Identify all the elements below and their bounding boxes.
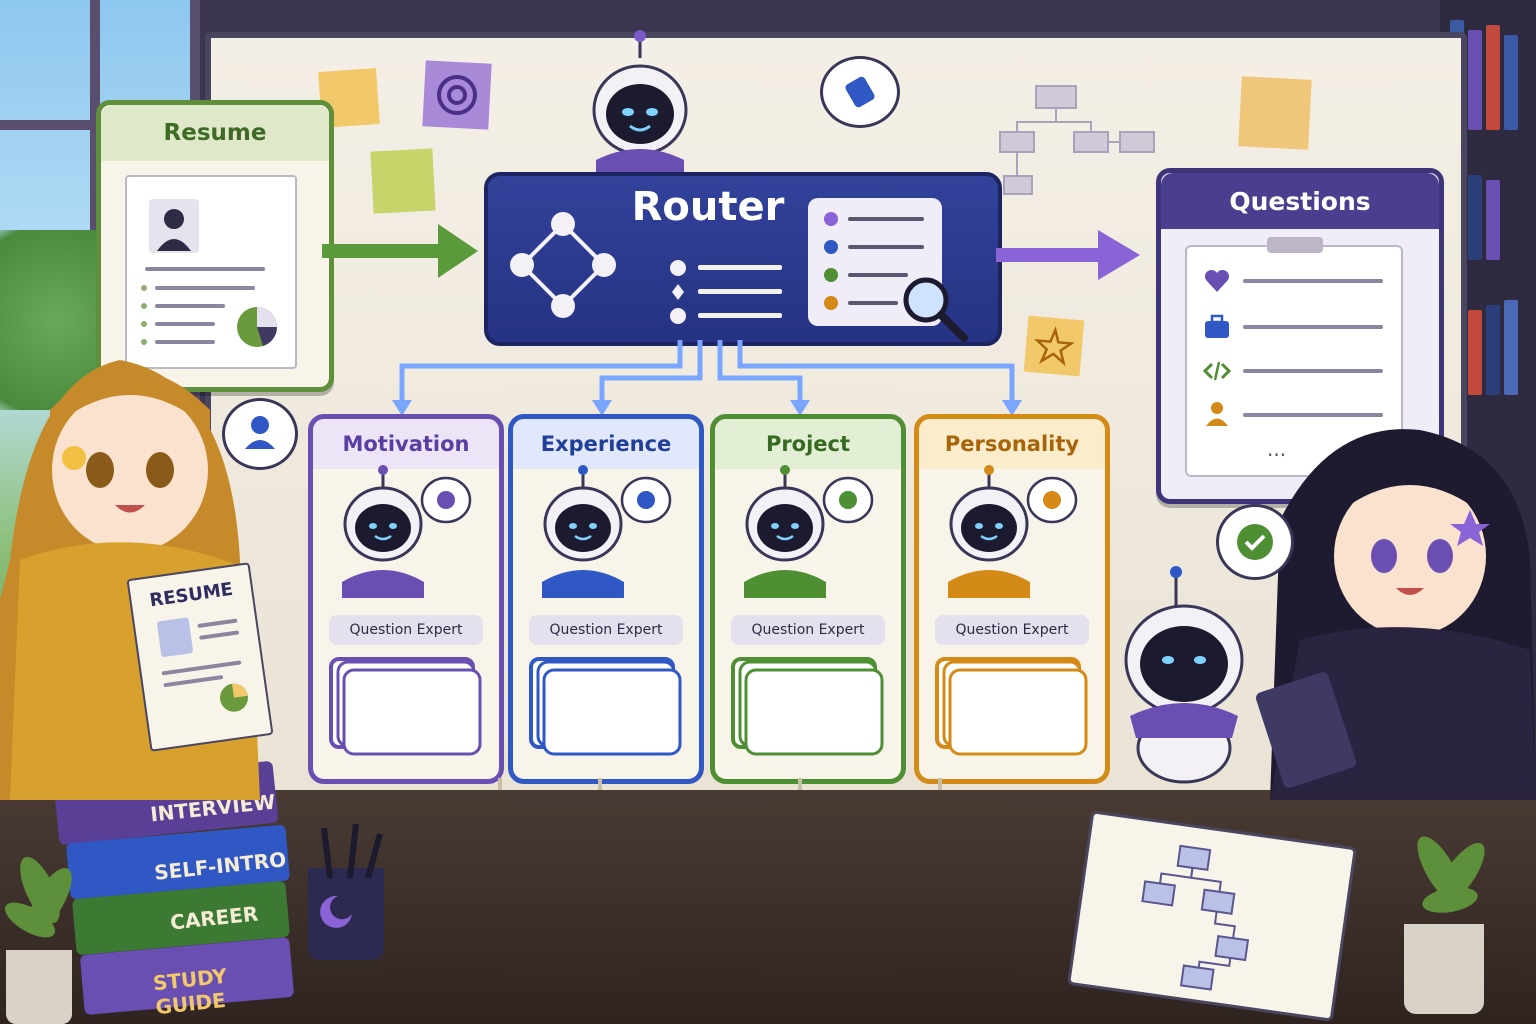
shelf-book bbox=[1486, 305, 1500, 395]
held-resume-paper: RESUME bbox=[126, 562, 274, 752]
expert-label: Question Expert bbox=[731, 615, 885, 645]
router-connectors bbox=[392, 340, 1022, 416]
girl-mouth bbox=[1396, 588, 1424, 595]
router-robot bbox=[588, 30, 692, 178]
expert-label: Question Expert bbox=[529, 615, 683, 645]
router-title: Router bbox=[631, 184, 785, 230]
resume-title: Resume bbox=[101, 105, 329, 161]
moon-icon bbox=[320, 895, 352, 928]
shelf-book bbox=[1504, 35, 1518, 130]
helper-robot-eye bbox=[1162, 656, 1174, 664]
question-card-stack bbox=[542, 668, 682, 756]
briefcase-icon bbox=[1205, 314, 1229, 338]
more-indicator: ... bbox=[1267, 437, 1287, 461]
girl-eye bbox=[86, 452, 114, 488]
resume-document bbox=[125, 175, 297, 369]
speech-bubble bbox=[1216, 504, 1294, 580]
expert-title: Project bbox=[715, 419, 901, 469]
speech-bubble bbox=[820, 56, 900, 128]
magnifier-icon bbox=[903, 277, 968, 342]
briefcase-icon bbox=[637, 491, 655, 509]
person-icon bbox=[1206, 402, 1228, 426]
expert-robot-motivation bbox=[342, 465, 424, 598]
mug bbox=[308, 868, 384, 960]
flower-hairclip-icon bbox=[62, 446, 86, 470]
helper-robot-face bbox=[1140, 626, 1228, 702]
question-card-stack bbox=[744, 668, 884, 756]
expert-title: Motivation bbox=[313, 419, 499, 469]
notebook-flowchart bbox=[1141, 844, 1250, 991]
heart-icon bbox=[1204, 269, 1230, 292]
plant-leaves bbox=[5, 856, 72, 938]
board-flowchart bbox=[999, 85, 1155, 195]
avatar-icon bbox=[149, 199, 199, 253]
code-icon bbox=[1203, 361, 1231, 381]
shelf-book bbox=[1468, 175, 1482, 260]
notebook bbox=[1067, 810, 1357, 1022]
girl-bangs bbox=[1330, 455, 1490, 520]
girl-eye bbox=[1371, 539, 1397, 573]
expert-title: Personality bbox=[919, 419, 1105, 469]
person-icon bbox=[1043, 491, 1061, 509]
shelf-book bbox=[1486, 25, 1500, 130]
question-card-stack bbox=[948, 668, 1088, 756]
questions-title: Questions bbox=[1161, 173, 1439, 229]
plant-pot bbox=[1404, 924, 1484, 1014]
helper-robot-antenna-tip bbox=[1170, 566, 1182, 578]
code-icon bbox=[839, 491, 857, 509]
avatar-icon bbox=[156, 617, 194, 658]
girl-bangs bbox=[50, 370, 210, 430]
plant-leaves bbox=[1417, 836, 1485, 913]
plant-pot bbox=[6, 950, 72, 1024]
helper-robot-cape bbox=[1130, 703, 1238, 738]
pie-chart-icon bbox=[237, 307, 277, 347]
target-icon bbox=[437, 75, 477, 115]
shelf-book bbox=[1468, 30, 1482, 130]
girl-face bbox=[1334, 476, 1486, 636]
heart-icon bbox=[437, 491, 455, 509]
expert-label: Question Expert bbox=[935, 615, 1089, 645]
router-list-icon bbox=[670, 260, 782, 324]
person-icon bbox=[245, 416, 275, 449]
pencils bbox=[321, 823, 383, 879]
shelf-book bbox=[1486, 180, 1500, 260]
arrow-resume-to-router bbox=[322, 224, 478, 278]
star-hairclip-icon bbox=[1450, 510, 1490, 546]
girl-eye bbox=[1427, 539, 1453, 573]
check-icon bbox=[1237, 524, 1273, 560]
resume-card: Resume bbox=[96, 100, 334, 392]
target-note-icon bbox=[422, 60, 492, 130]
shelf-book bbox=[1504, 300, 1518, 395]
expert-title: Experience bbox=[513, 419, 699, 469]
pie-chart-icon bbox=[219, 683, 248, 712]
shelf-book bbox=[1468, 310, 1482, 395]
clipboard-icon bbox=[1255, 672, 1357, 788]
girl-face bbox=[52, 388, 208, 552]
speech-bubble bbox=[222, 398, 298, 470]
router-network-icon bbox=[510, 212, 616, 318]
star-icon bbox=[1033, 326, 1075, 367]
star-note-icon bbox=[1023, 315, 1085, 377]
expert-robot-personality bbox=[948, 465, 1030, 598]
question-card-stack bbox=[342, 668, 482, 756]
held-resume-title: RESUME bbox=[148, 578, 235, 612]
tag-icon bbox=[845, 76, 875, 108]
girl-mouth bbox=[115, 505, 145, 513]
expert-label: Question Expert bbox=[329, 615, 483, 645]
helper-robot-eye bbox=[1194, 656, 1206, 664]
expert-robot-project bbox=[744, 465, 826, 598]
clipboard-clip bbox=[1267, 237, 1323, 253]
girl-eye bbox=[146, 452, 174, 488]
arrow-router-to-questions bbox=[996, 230, 1140, 280]
expert-robot-experience bbox=[542, 465, 624, 598]
